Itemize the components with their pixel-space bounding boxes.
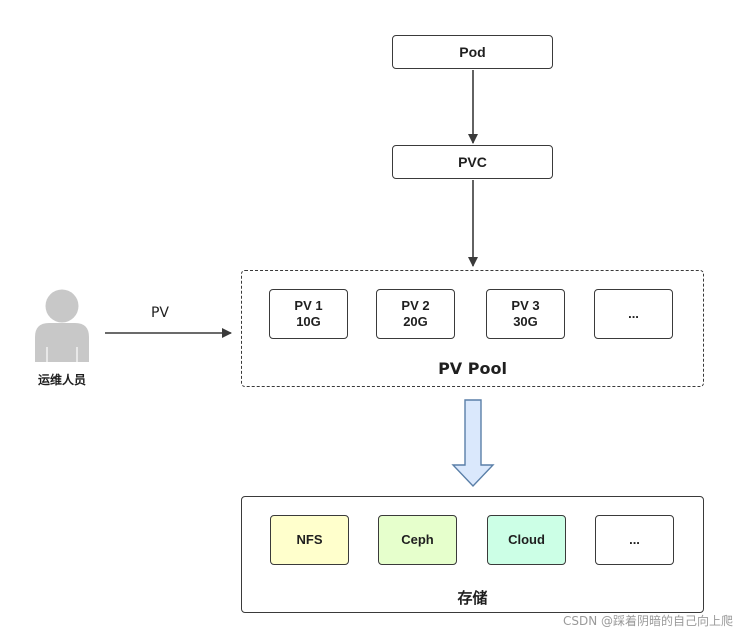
pv-pool-title: PV Pool bbox=[438, 359, 507, 378]
pv-item-label: ... bbox=[628, 306, 639, 321]
storage-item: ... bbox=[595, 515, 674, 565]
storage-item-label: ... bbox=[629, 532, 640, 547]
pod-node: Pod bbox=[392, 35, 553, 69]
pv-pool-item: PV 2 20G bbox=[376, 289, 455, 339]
storage-item: Ceph bbox=[378, 515, 457, 565]
operator-label: 运维人员 bbox=[37, 373, 86, 387]
pv-item-label: PV 3 30G bbox=[511, 298, 540, 329]
storage-container bbox=[241, 496, 704, 613]
storage-title: 存储 bbox=[457, 589, 488, 607]
pv-item-label: PV 1 10G bbox=[294, 298, 323, 329]
pool-to-storage-arrow bbox=[451, 399, 495, 488]
pv-arrow-label: PV bbox=[150, 305, 170, 321]
storage-item-label: Cloud bbox=[508, 532, 545, 547]
pv-pool-item: ... bbox=[594, 289, 673, 339]
storage-item-label: NFS bbox=[296, 532, 323, 547]
pv-pool-container bbox=[241, 270, 704, 387]
pod-label: Pod bbox=[459, 44, 486, 60]
storage-item: Cloud bbox=[487, 515, 566, 565]
pvc-label: PVC bbox=[458, 154, 487, 170]
storage-item-label: Ceph bbox=[401, 532, 434, 547]
pv-pool-item: PV 1 10G bbox=[269, 289, 348, 339]
pv-item-label: PV 2 20G bbox=[401, 298, 430, 329]
watermark-text: CSDN @踩着阴暗的自己向上爬 bbox=[562, 614, 733, 628]
pv-pool-item: PV 3 30G bbox=[486, 289, 565, 339]
person-icon bbox=[35, 289, 89, 362]
pvc-node: PVC bbox=[392, 145, 553, 179]
storage-item: NFS bbox=[270, 515, 349, 565]
